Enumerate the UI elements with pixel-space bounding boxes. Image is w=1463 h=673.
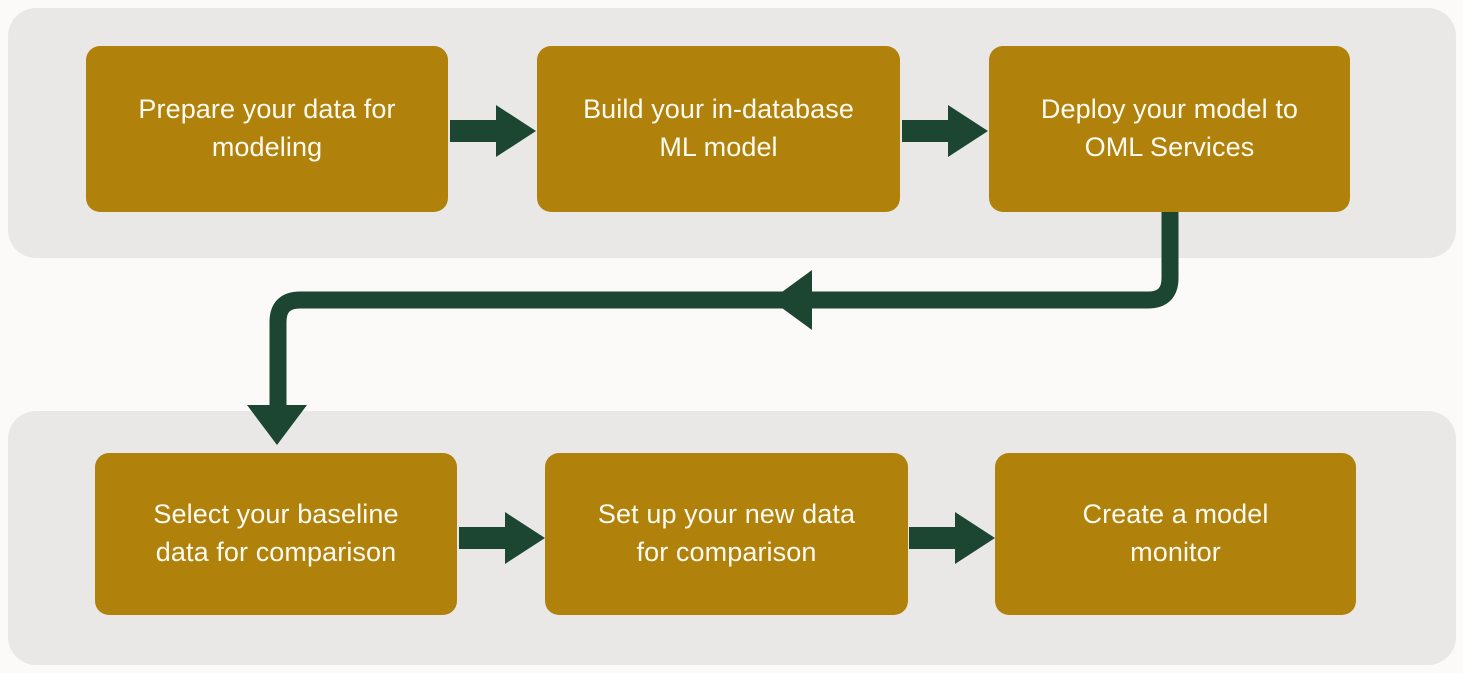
- arrow-build-to-deploy: [902, 105, 988, 157]
- node-build-model-label: Build your in-database ML model: [583, 94, 854, 162]
- node-create-monitor-label: Create a model monitor: [1082, 499, 1269, 567]
- arrowhead-left: [771, 270, 812, 330]
- node-setup-new-data-label: Set up your new data for comparison: [597, 499, 856, 567]
- node-prepare-data[interactable]: Prepare your data for modeling: [86, 46, 448, 212]
- node-select-baseline-label: Select your baseline data for comparison: [153, 499, 399, 567]
- node-build-model[interactable]: Build your in-database ML model: [537, 46, 900, 212]
- node-deploy-model[interactable]: Deploy your model to OML Services: [989, 46, 1350, 212]
- connector-deploy-to-baseline: [247, 205, 1179, 445]
- arrow-newdata-to-monitor: [909, 512, 995, 564]
- arrow-baseline-to-newdata: [459, 512, 545, 564]
- arrow-prepare-to-build: [450, 105, 536, 157]
- arrowhead-down: [247, 405, 307, 445]
- node-create-monitor[interactable]: Create a model monitor: [995, 453, 1356, 615]
- node-deploy-model-label: Deploy your model to OML Services: [1040, 94, 1299, 162]
- node-select-baseline[interactable]: Select your baseline data for comparison: [95, 453, 457, 615]
- node-prepare-data-label: Prepare your data for modeling: [138, 94, 396, 162]
- node-setup-new-data[interactable]: Set up your new data for comparison: [545, 453, 908, 615]
